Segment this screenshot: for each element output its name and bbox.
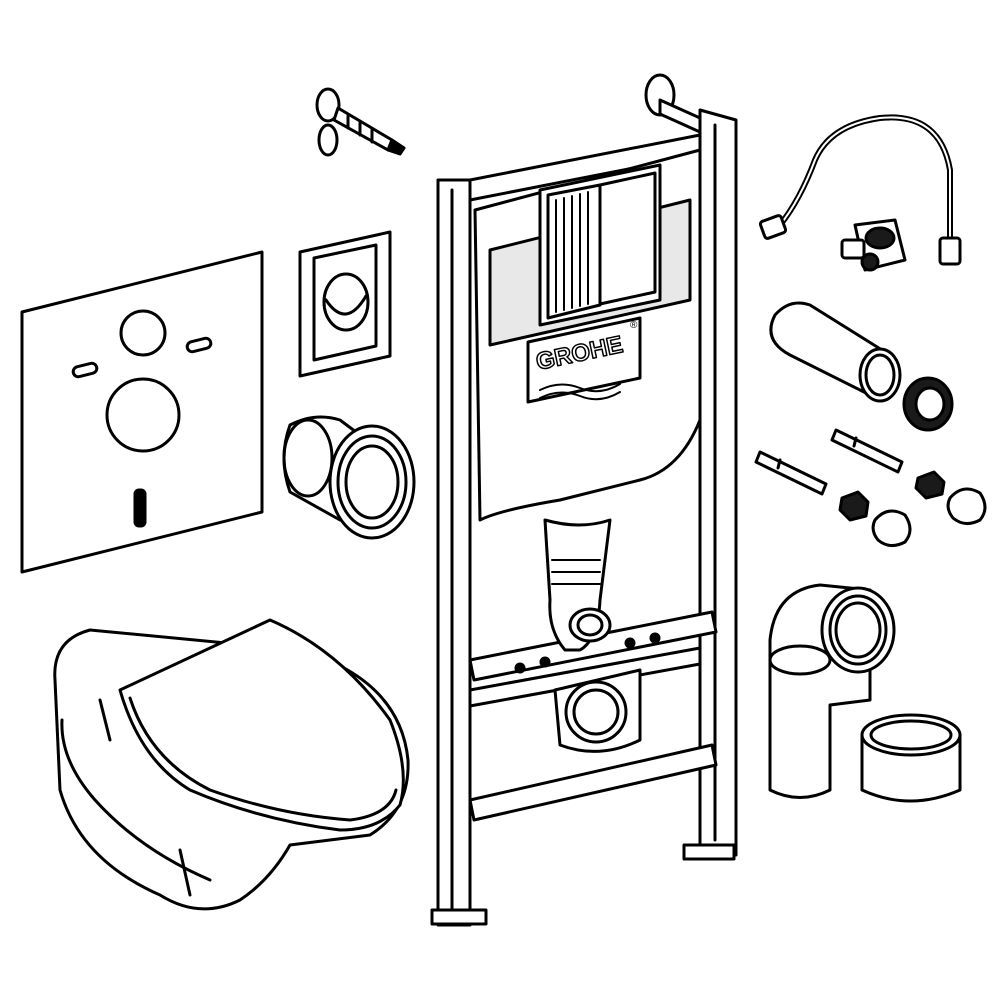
flush-plate	[298, 230, 392, 378]
cistern: GROHE ®	[473, 148, 702, 652]
registered-mark: ®	[630, 320, 638, 331]
sound-insulation-mat	[20, 250, 264, 574]
connection-pipe	[769, 301, 902, 403]
drain-bend	[768, 583, 896, 799]
flexible-supply-hose	[758, 114, 962, 266]
angle-valve	[840, 218, 907, 272]
installation-frame	[430, 73, 738, 927]
fixing-bolts	[754, 428, 904, 496]
wall-hook-set	[315, 87, 406, 157]
wall-connection-sleeve	[282, 415, 416, 540]
drain-cap	[860, 713, 962, 803]
nuts-and-caps	[838, 470, 987, 547]
wall-hung-toilet	[53, 618, 410, 911]
pipe-seal	[902, 376, 954, 432]
